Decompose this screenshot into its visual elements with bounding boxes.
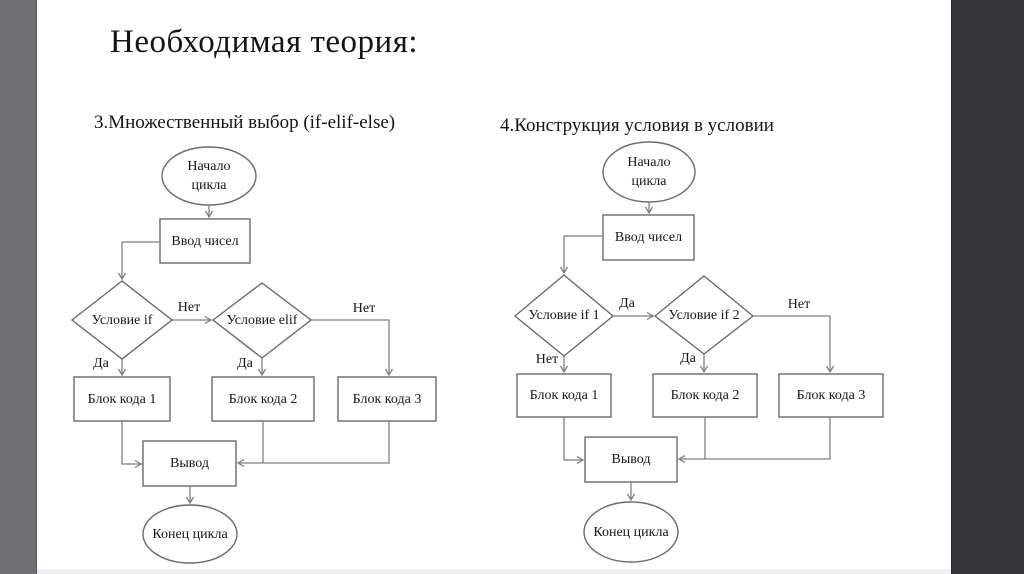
block3-rect	[337, 376, 437, 422]
start-ellipse	[602, 141, 696, 203]
edge-block1-output	[563, 417, 585, 465]
edge-input-if1	[559, 235, 603, 275]
viewer-left-bar	[0, 0, 37, 574]
edge-block3-output	[677, 417, 831, 464]
input-rect	[602, 214, 695, 261]
edge-block3-output	[236, 421, 390, 468]
start-ellipse	[161, 146, 257, 206]
block2-rect	[652, 373, 758, 418]
flowchart-if-elif-else	[70, 146, 437, 564]
condition-if2-diamond	[653, 275, 755, 355]
connectors	[559, 202, 835, 502]
condition-if1-diamond	[513, 274, 615, 357]
block1-rect	[516, 373, 612, 418]
block2-rect	[211, 376, 315, 422]
edge-input-if	[117, 241, 160, 281]
viewer-bottom-strip	[37, 569, 951, 574]
condition-if-diamond	[70, 280, 174, 360]
output-rect	[584, 436, 678, 483]
flowchart-nested-condition	[513, 141, 884, 563]
edge-elif-no	[311, 319, 394, 377]
diagram-right-title: 4.Конструкция условия в условии	[500, 115, 774, 136]
end-ellipse	[142, 504, 238, 564]
edge-block1-output	[121, 421, 143, 469]
block3-rect	[778, 373, 884, 418]
connectors	[117, 205, 394, 505]
end-ellipse	[583, 501, 679, 563]
diagram-left-title: 3.Множественный выбор (if-elif-else)	[94, 112, 396, 133]
edge-if2-no	[753, 315, 835, 374]
input-rect	[159, 218, 251, 264]
viewer-right-bar	[951, 0, 1024, 574]
condition-elif-diamond	[211, 282, 313, 359]
output-rect	[142, 440, 237, 487]
slide-title: Необходимая теория:	[110, 24, 419, 60]
block1-rect	[73, 376, 171, 422]
